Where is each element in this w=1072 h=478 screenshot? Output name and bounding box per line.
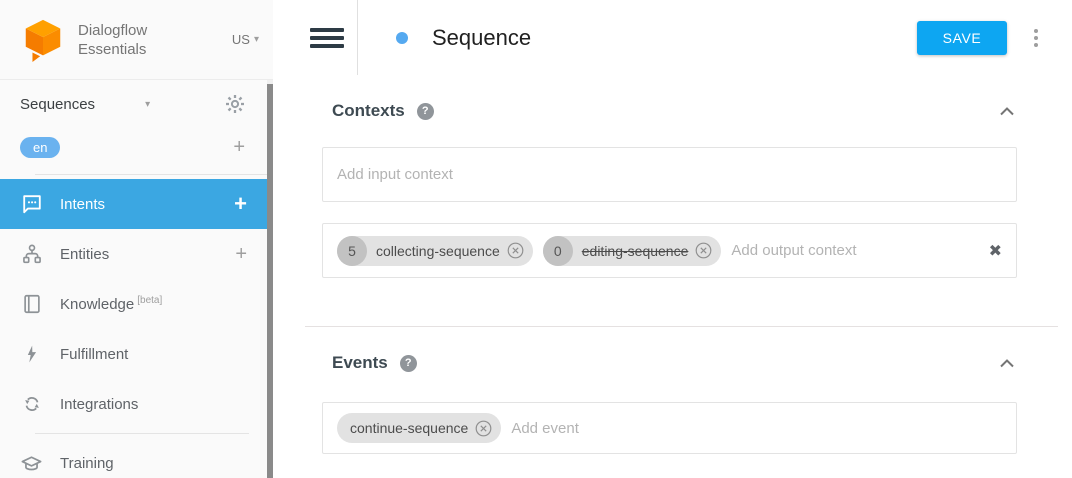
region-label: US (231, 32, 250, 47)
remove-chip-icon[interactable] (475, 420, 492, 437)
sidebar-nav: Intents + Entities + (0, 179, 273, 478)
caret-down-icon: ▾ (253, 34, 259, 45)
lifespan-badge[interactable]: 0 (542, 235, 573, 266)
brand-line2: Essentials (78, 40, 147, 58)
sidebar-item-training[interactable]: Training (0, 438, 273, 478)
chip-label: continue-sequence (350, 420, 469, 436)
help-icon[interactable]: ? (399, 354, 417, 372)
sync-icon (20, 393, 43, 416)
language-badge[interactable]: en (20, 136, 61, 158)
context-chip: 5 collecting-sequence (337, 235, 533, 266)
contexts-title: Contexts (332, 101, 405, 120)
output-context-field[interactable]: 5 collecting-sequence 0 editing-sequence… (322, 223, 1017, 278)
hierarchy-icon (20, 243, 43, 266)
collapse-chevron-icon[interactable] (999, 106, 1015, 116)
sidebar-item-intents[interactable]: Intents + (0, 179, 273, 229)
remove-chip-icon[interactable] (695, 242, 712, 259)
topbar: Sequence SAVE (273, 0, 1072, 75)
divider (35, 433, 249, 434)
section-divider (305, 326, 1058, 327)
add-entity-button[interactable]: + (235, 243, 247, 265)
graduation-cap-icon (20, 452, 43, 475)
agent-selector-row: Sequences ▾ (0, 80, 273, 128)
sidebar-item-integrations[interactable]: Integrations (0, 379, 273, 429)
intent-status-dot-icon (396, 31, 408, 44)
brand-name: Dialogflow Essentials (78, 21, 147, 59)
sidebar-item-label: Entities (60, 245, 110, 263)
dialogflow-logo-icon (20, 17, 66, 63)
input-context-input[interactable] (337, 166, 1002, 183)
collapse-chevron-icon[interactable] (999, 358, 1015, 368)
sidebar-item-label: Integrations (60, 395, 139, 413)
beta-badge: [beta] (137, 295, 163, 306)
gear-icon[interactable] (225, 94, 245, 114)
page-title: Sequence (432, 24, 532, 50)
event-input[interactable] (511, 419, 1002, 437)
sidebar: Dialogflow Essentials US ▾ Sequences ▾ (0, 0, 273, 478)
divider (357, 0, 358, 75)
chip-label: collecting-sequence (376, 242, 500, 259)
add-intent-button[interactable]: + (234, 191, 247, 216)
lightning-icon (20, 343, 43, 366)
sidebar-item-label: Fulfillment (60, 345, 129, 363)
lifespan-badge[interactable]: 5 (337, 235, 367, 266)
brand-header: Dialogflow Essentials US ▾ (0, 0, 273, 80)
clear-contexts-icon[interactable]: ✖ (988, 242, 1002, 260)
more-options-icon[interactable] (1034, 28, 1038, 47)
brand-line1: Dialogflow (78, 21, 148, 39)
book-icon (20, 293, 43, 316)
event-chip: continue-sequence (337, 413, 502, 443)
remove-chip-icon[interactable] (507, 242, 524, 259)
intent-editor: Contexts ? 5 collecting-sequence (273, 75, 1072, 454)
agent-caret-down-icon[interactable]: ▾ (145, 98, 151, 110)
sidebar-item-fulfillment[interactable]: Fulfillment (0, 329, 273, 379)
events-section-header: Events ? (322, 353, 1017, 373)
divider (35, 174, 273, 175)
language-row: en + (0, 128, 273, 166)
sidebar-item-knowledge[interactable]: Knowledge[beta] (0, 279, 273, 329)
add-language-button[interactable]: + (233, 136, 245, 158)
sidebar-scrollbar[interactable] (267, 80, 273, 478)
sidebar-item-label: Intents (60, 195, 106, 213)
events-title: Events (332, 353, 388, 372)
event-field[interactable]: continue-sequence (322, 402, 1017, 454)
comment-icon (20, 193, 43, 216)
save-button[interactable]: SAVE (917, 20, 1007, 55)
agent-name[interactable]: Sequences (20, 95, 96, 113)
region-selector[interactable]: US ▾ (232, 32, 259, 47)
main-area: Sequence SAVE Contexts ? 5 collecting-se… (273, 0, 1072, 478)
input-context-field[interactable] (322, 147, 1017, 202)
help-icon[interactable]: ? (416, 102, 434, 120)
contexts-section-header: Contexts ? (322, 101, 1017, 121)
scrollbar-thumb[interactable] (267, 84, 273, 478)
context-chip: 0 editing-sequence (542, 235, 722, 266)
menu-icon[interactable] (310, 27, 344, 48)
sidebar-item-label: Training (60, 454, 114, 472)
chip-label: editing-sequence (581, 242, 689, 259)
sidebar-item-label: Knowledge[beta] (60, 295, 163, 313)
sidebar-item-entities[interactable]: Entities + (0, 229, 273, 279)
output-context-input[interactable] (731, 242, 989, 259)
